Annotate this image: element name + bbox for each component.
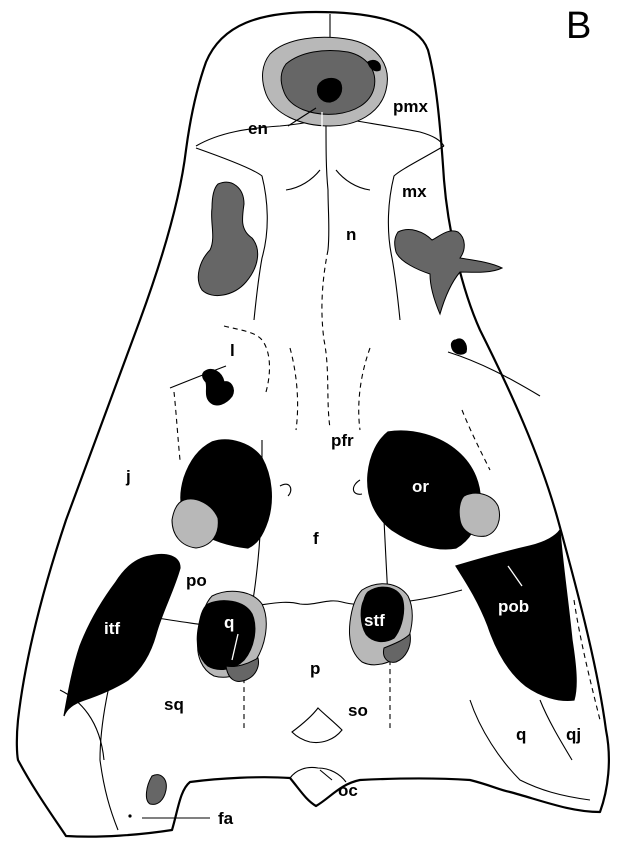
label-qj: qj xyxy=(566,725,581,744)
label-en: en xyxy=(248,119,268,138)
label-stf: stf xyxy=(364,611,385,630)
label-oc: oc xyxy=(338,781,358,800)
label-or: or xyxy=(412,477,429,496)
label-f: f xyxy=(313,529,319,548)
label-fa: fa xyxy=(218,809,234,828)
foramen-aereum-dot xyxy=(128,814,131,817)
label-po: po xyxy=(186,571,207,590)
label-q-right: q xyxy=(516,725,526,744)
label-sq: sq xyxy=(164,695,184,714)
right-orbit-matrix xyxy=(459,493,499,536)
label-pob: pob xyxy=(498,597,529,616)
label-p: p xyxy=(310,659,320,678)
small-foramen-right xyxy=(451,339,466,354)
label-so: so xyxy=(348,701,368,720)
label-pmx: pmx xyxy=(393,97,429,116)
label-itf: itf xyxy=(104,619,120,638)
naris-opening xyxy=(318,79,342,102)
label-pfr: pfr xyxy=(331,431,354,450)
label-q-left: q xyxy=(224,613,234,632)
label-l: l xyxy=(230,341,235,360)
skull-outline xyxy=(17,12,609,837)
label-n: n xyxy=(346,225,356,244)
panel-label: B xyxy=(566,5,591,47)
label-j: j xyxy=(125,467,131,486)
label-mx: mx xyxy=(402,182,427,201)
